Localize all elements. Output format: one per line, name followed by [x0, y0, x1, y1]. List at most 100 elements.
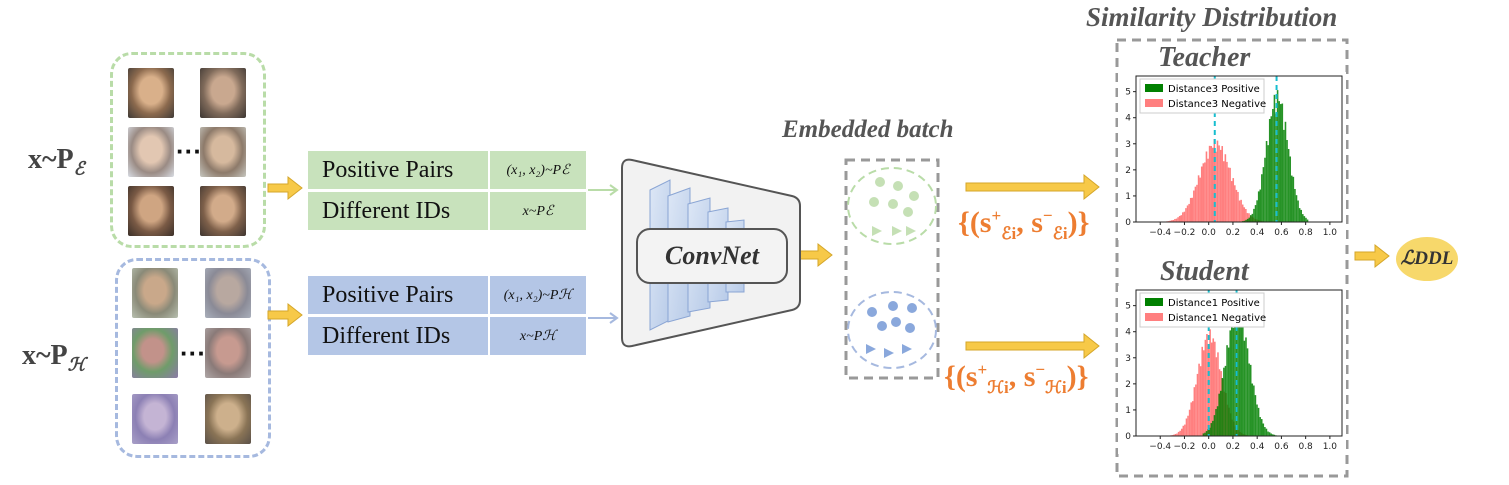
positive-histogram-bar: [1264, 157, 1266, 222]
negative-histogram-bar: [1217, 352, 1219, 436]
positive-histogram-bar: [1272, 108, 1274, 222]
table-row: Positive Pairs (x₁, x₂)~Pℋ: [308, 276, 586, 314]
positive-histogram-bar: [1257, 191, 1260, 222]
positive-histogram-bar: [1290, 175, 1293, 222]
positive-histogram-bar: [1253, 385, 1255, 436]
positive-histogram-bar: [1248, 363, 1250, 436]
set-open: {(s: [944, 360, 978, 393]
legend-label: Distance1 Negative: [1168, 313, 1266, 324]
set-open: {(s: [958, 206, 992, 239]
easy-label-main: x~P: [28, 144, 74, 175]
negative-histogram-bar: [1227, 167, 1230, 222]
negative-histogram-bar: [1213, 139, 1216, 222]
negative-histogram-bar: [1178, 215, 1181, 222]
negative-histogram-bar: [1204, 162, 1206, 222]
negative-histogram-bar: [1187, 415, 1189, 436]
negative-histogram-bar: [1211, 147, 1214, 222]
positive-histogram-bar: [1273, 94, 1276, 222]
different-ids-label: Different IDs: [308, 317, 488, 355]
negative-histogram-bar: [1238, 200, 1241, 222]
set-sub: ℰi: [1001, 224, 1017, 243]
negative-histogram-bar: [1216, 140, 1219, 222]
convnet-label: ConvNet: [636, 228, 788, 284]
negative-histogram-bar: [1185, 418, 1188, 436]
positive-histogram-bar: [1207, 429, 1209, 436]
positive-histogram-bar: [1292, 176, 1295, 222]
negative-histogram-bar: [1210, 342, 1213, 436]
negative-histogram-bar: [1200, 166, 1203, 222]
set-sub: ℋi: [987, 378, 1009, 397]
positive-histogram-bar: [1286, 139, 1288, 222]
similarity-distribution-box: [1115, 38, 1349, 478]
face-image: [128, 186, 174, 236]
negative-histogram-bar: [1221, 146, 1224, 222]
hard-embedding-cluster: [847, 291, 937, 369]
positive-histogram-bar: [1298, 208, 1301, 222]
different-ids-expr: x~Pℰ: [488, 192, 586, 230]
negative-histogram-bar: [1210, 146, 1212, 222]
positive-histogram-bar: [1289, 156, 1291, 222]
legend-label: Distance3 Negative: [1168, 99, 1266, 110]
positive-histogram-bar: [1267, 431, 1269, 436]
hard-distribution-label: x~Pℋ: [22, 340, 85, 376]
negative-histogram-bar: [1223, 161, 1225, 222]
easy-distribution-label: x~Pℰ: [28, 144, 85, 180]
negative-histogram-bar: [1199, 177, 1201, 222]
positive-histogram-bar: [1243, 340, 1246, 436]
negative-histogram-bar: [1215, 151, 1217, 222]
positive-histogram-bar: [1303, 216, 1306, 222]
legend-swatch: [1145, 84, 1163, 92]
easy-pairs-table: Positive Pairs (x₁, x₂)~Pℰ Different IDs…: [308, 148, 586, 233]
teacher-chart-title: Teacher: [1158, 42, 1251, 73]
x-tick-label: 1.0: [1323, 442, 1338, 452]
set-close: )}: [1067, 206, 1090, 239]
negative-histogram-bar: [1180, 215, 1183, 222]
negative-histogram-bar: [1183, 211, 1186, 222]
negative-histogram-bar: [1204, 339, 1207, 436]
negative-histogram-bar: [1196, 184, 1198, 222]
x-tick-label: 1.0: [1323, 228, 1338, 238]
arrow-easy-to-table: [267, 175, 303, 201]
positive-histogram-bar: [1284, 121, 1287, 222]
face-image: [205, 268, 251, 318]
positive-histogram-bar: [1204, 432, 1206, 436]
negative-histogram-bar: [1174, 218, 1176, 222]
face-image: [132, 268, 178, 318]
negative-histogram-bar: [1177, 431, 1180, 436]
positive-histogram-bar: [1216, 406, 1219, 436]
negative-histogram-bar: [1219, 149, 1222, 222]
positive-histogram-bar: [1257, 407, 1260, 436]
negative-histogram-bar: [1218, 145, 1220, 222]
negative-histogram-bar: [1205, 151, 1208, 222]
face-image: [200, 127, 246, 177]
legend-swatch: [1145, 99, 1163, 107]
x-tick-label: 0.2: [1226, 442, 1240, 452]
positive-histogram-bar: [1305, 217, 1307, 222]
positive-histogram-bar: [1245, 219, 1247, 222]
negative-histogram-bar: [1202, 163, 1205, 222]
y-tick-label: 3: [1125, 140, 1131, 150]
positive-pairs-expr: (x₁, x₂)~Pℋ: [488, 276, 586, 314]
set-sub: ℰi: [1052, 224, 1068, 243]
negative-histogram-bar: [1207, 158, 1209, 222]
y-tick-label: 2: [1125, 166, 1131, 176]
negative-histogram-bar: [1171, 220, 1173, 222]
positive-histogram-bar: [1270, 433, 1272, 436]
negative-histogram-bar: [1193, 190, 1195, 222]
negative-histogram-bar: [1184, 424, 1186, 436]
plot-frame: [1135, 75, 1343, 223]
easy-similarity-set: {(s+ℰi, s−ℰi)}: [958, 206, 1090, 243]
negative-histogram-bar: [1214, 341, 1216, 436]
plot-frame: [1135, 289, 1343, 437]
hard-embedding-points: [866, 301, 917, 358]
negative-histogram-bar: [1188, 409, 1191, 436]
negative-histogram-bar: [1177, 217, 1179, 222]
set-sub: ℋi: [1045, 378, 1067, 397]
negative-histogram-bar: [1203, 350, 1205, 436]
positive-histogram-bar: [1219, 390, 1222, 436]
positive-histogram-bar: [1268, 118, 1271, 222]
different-ids-label: Different IDs: [308, 192, 488, 230]
hard-similarity-set: {(s+ℋi, s−ℋi)}: [944, 360, 1089, 397]
negative-histogram-bar: [1232, 178, 1235, 222]
